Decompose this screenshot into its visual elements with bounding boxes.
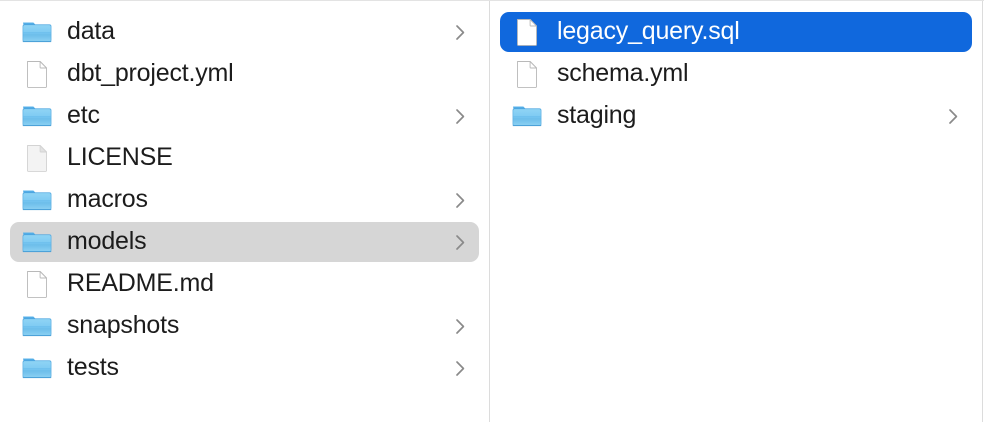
chevron-right-icon[interactable] [946, 106, 960, 126]
document-icon [510, 57, 544, 91]
folder-icon [20, 183, 54, 217]
chevron-right-icon[interactable] [453, 106, 467, 126]
folder-icon [20, 15, 54, 49]
item-label: macros [67, 186, 148, 213]
item-label: etc [67, 102, 100, 129]
document-icon [510, 15, 544, 49]
browse-column: data dbt_project.yml etc LICENSE [0, 1, 490, 422]
chevron-right-icon[interactable] [453, 358, 467, 378]
item-label: README.md [67, 270, 214, 297]
detail-column-list: legacy_query.sql schema.yml staging [490, 12, 982, 422]
browse-column-list: data dbt_project.yml etc LICENSE [0, 12, 489, 422]
folder-row[interactable]: data [10, 12, 479, 52]
folder-row[interactable]: models [10, 222, 479, 262]
chevron-right-icon[interactable] [453, 316, 467, 336]
file-row[interactable]: README.md [10, 264, 479, 304]
document-icon [20, 267, 54, 301]
folder-row[interactable]: staging [500, 96, 972, 136]
plain-file-icon [20, 141, 54, 175]
item-label: dbt_project.yml [67, 60, 234, 87]
item-label: data [67, 18, 115, 45]
chevron-right-icon[interactable] [453, 22, 467, 42]
chevron-right-icon[interactable] [453, 232, 467, 252]
folder-row[interactable]: snapshots [10, 306, 479, 346]
folder-row[interactable]: etc [10, 96, 479, 136]
item-label: tests [67, 354, 119, 381]
folder-icon [20, 309, 54, 343]
file-row[interactable]: dbt_project.yml [10, 54, 479, 94]
item-label: models [67, 228, 147, 255]
folder-icon [20, 225, 54, 259]
chevron-right-icon[interactable] [453, 190, 467, 210]
folder-icon [510, 99, 544, 133]
folder-icon [20, 99, 54, 133]
item-label: snapshots [67, 312, 180, 339]
item-label: legacy_query.sql [557, 18, 740, 45]
folder-row[interactable]: macros [10, 180, 479, 220]
item-label: schema.yml [557, 60, 689, 87]
document-icon [20, 57, 54, 91]
file-row[interactable]: legacy_query.sql [500, 12, 972, 52]
folder-row[interactable]: tests [10, 348, 479, 388]
detail-column: legacy_query.sql schema.yml staging [490, 1, 983, 422]
folder-icon [20, 351, 54, 385]
item-label: staging [557, 102, 637, 129]
file-row[interactable]: schema.yml [500, 54, 972, 94]
file-row[interactable]: LICENSE [10, 138, 479, 178]
item-label: LICENSE [67, 144, 173, 171]
